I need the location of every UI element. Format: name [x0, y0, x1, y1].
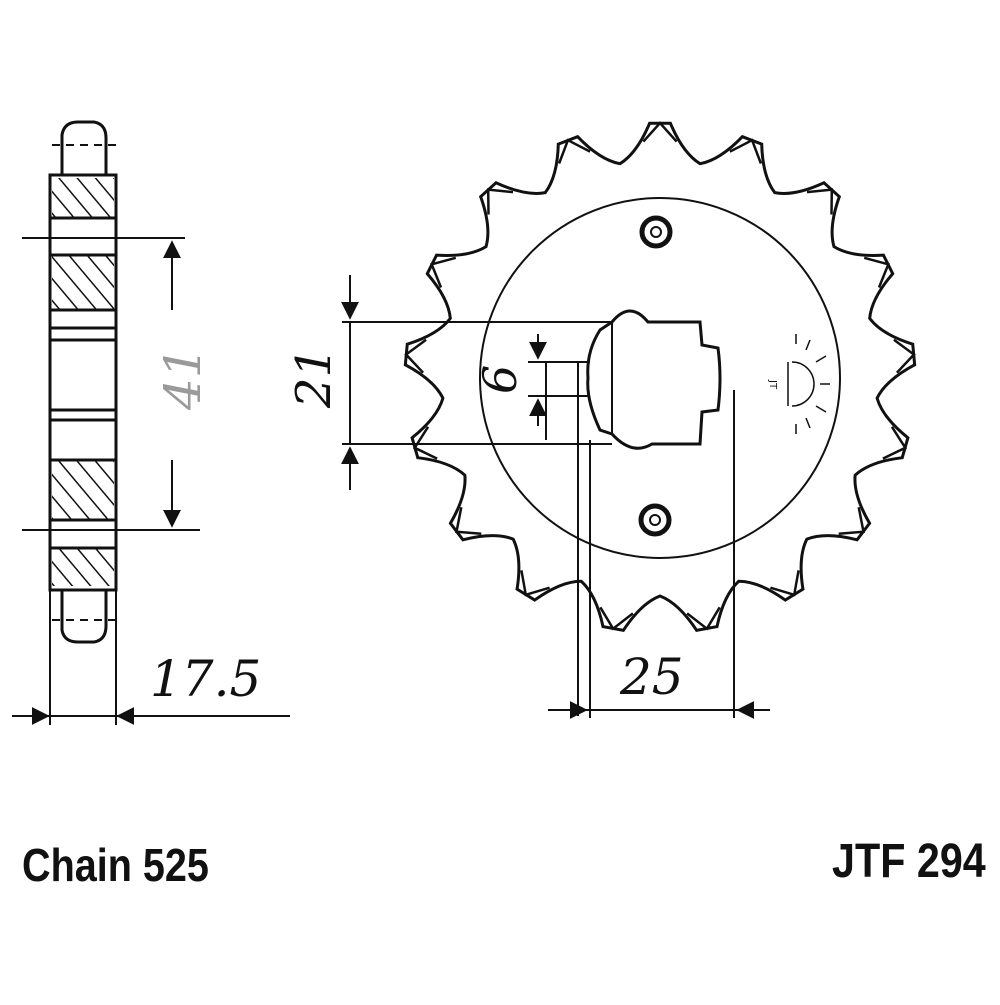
dim-21-label: 21 [286, 347, 342, 409]
tooth-tip-2 [729, 138, 763, 164]
tooth-tip-3 [806, 188, 834, 215]
tooth-tip-10 [599, 606, 634, 631]
bolt-hole-top [639, 215, 673, 249]
sprocket-outline [403, 121, 917, 633]
tooth-tip-15 [430, 256, 457, 288]
dim-25-label: 25 [619, 648, 684, 706]
splined-bore [586, 309, 722, 450]
dim-41-label: 41 [154, 346, 212, 411]
tooth-tip-8 [770, 570, 800, 597]
maker-logo-icon: JT [767, 334, 830, 434]
tooth-tip-11 [520, 570, 550, 597]
side-hatch-4 [52, 548, 114, 586]
dim-17-5-label: 17.5 [150, 650, 261, 708]
tooth-tip-6 [882, 426, 908, 460]
side-bottom-tooth [60, 590, 108, 644]
pitch-circle [479, 197, 841, 559]
chain-size-label: Chain 525 [22, 839, 209, 891]
sprocket-front-view: JT [341, 121, 917, 719]
tooth-tip-7 [838, 506, 865, 535]
tooth-tip-13 [412, 426, 438, 460]
side-top-tooth [60, 120, 108, 175]
tooth-tip-5 [893, 338, 916, 374]
dim-6-label: 6 [473, 365, 527, 394]
tooth-tip-17 [557, 138, 591, 164]
tooth-tip-group [404, 121, 916, 631]
svg-text:JT: JT [767, 379, 778, 390]
side-hatch-2 [52, 255, 114, 310]
tooth-tip-1 [642, 121, 678, 143]
part-number-label: JTF 294 [832, 835, 986, 888]
side-profile-view [12, 120, 290, 725]
tooth-tip-12 [455, 506, 482, 535]
side-hatch-3 [52, 460, 114, 520]
bolt-hole-bottom [638, 503, 672, 537]
tooth-tip-4 [863, 256, 890, 288]
tooth-tip-14 [404, 338, 427, 374]
side-hatch-1 [52, 178, 114, 218]
tooth-tip-9 [686, 606, 721, 631]
tooth-tip-16 [486, 188, 514, 215]
